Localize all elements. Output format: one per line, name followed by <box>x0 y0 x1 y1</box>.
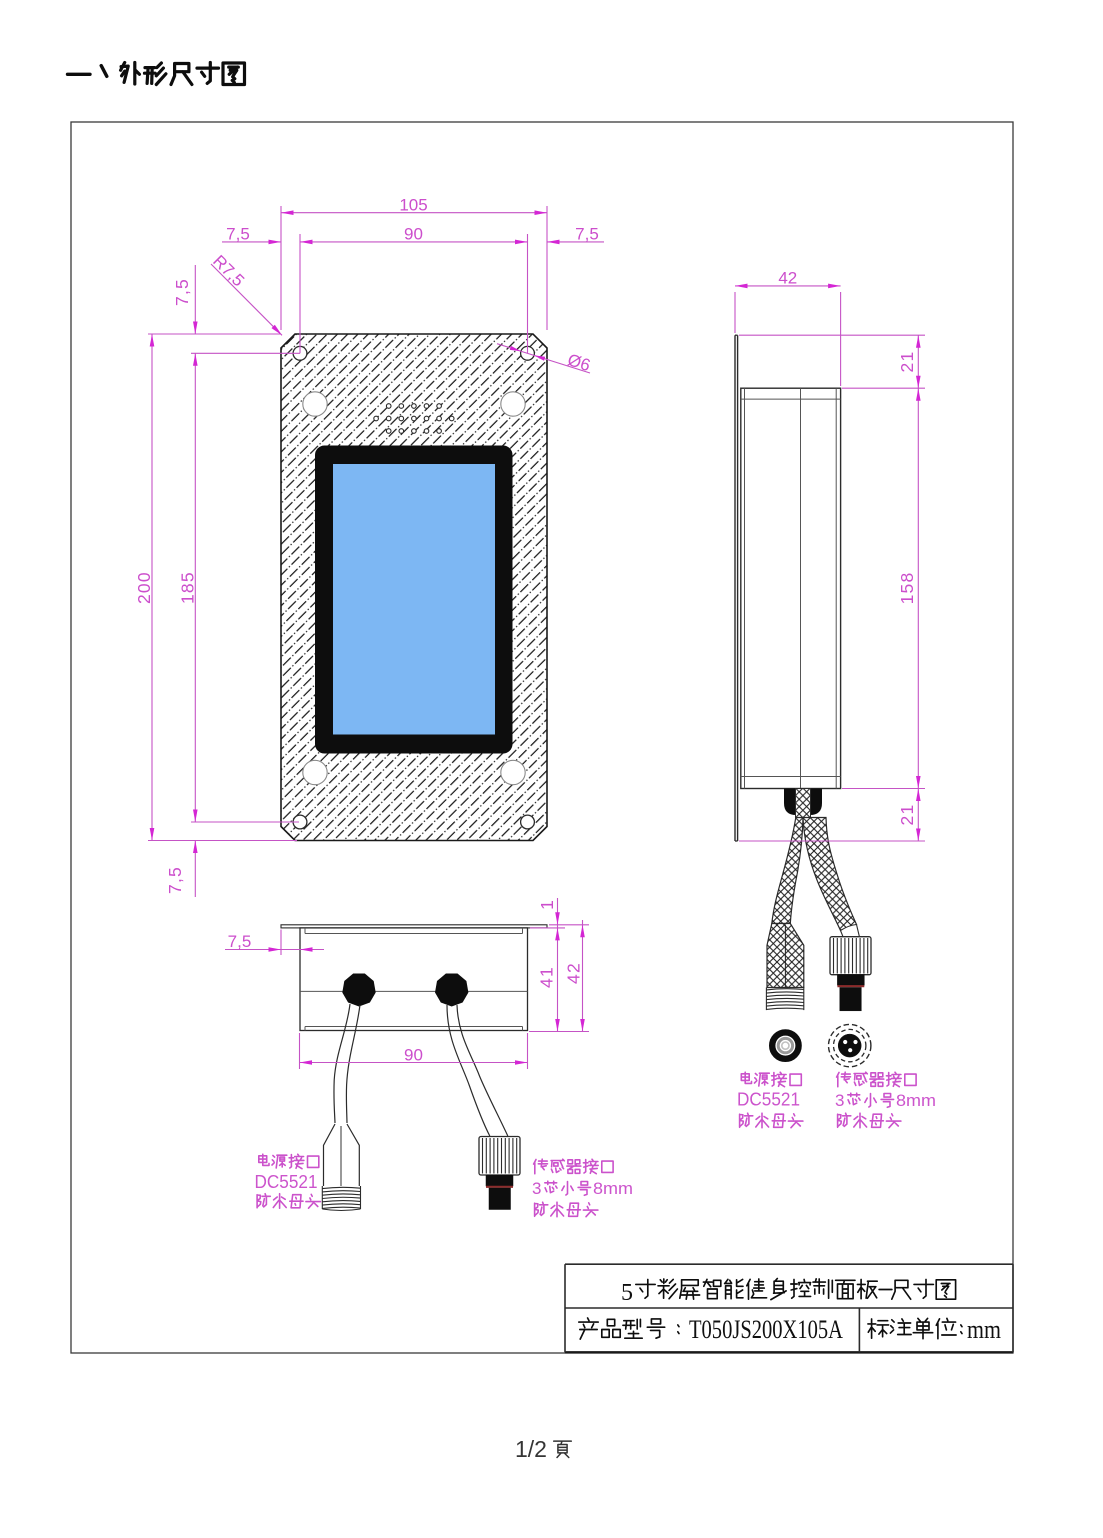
svg-text:mm: mm <box>967 1315 1001 1344</box>
svg-text:90: 90 <box>404 1045 423 1064</box>
svg-text:1/2: 1/2 <box>515 1436 547 1462</box>
svg-text:DC5521: DC5521 <box>255 1171 318 1192</box>
svg-text:21: 21 <box>897 804 917 826</box>
svg-text:5: 5 <box>621 1280 633 1306</box>
svg-text:158: 158 <box>897 572 917 605</box>
svg-text:1: 1 <box>537 900 557 910</box>
svg-text:42: 42 <box>564 962 584 984</box>
svg-text:7,5: 7,5 <box>165 866 185 894</box>
svg-text:21: 21 <box>897 351 917 373</box>
svg-text:3: 3 <box>532 1179 541 1198</box>
svg-text:3: 3 <box>835 1091 844 1110</box>
svg-text:42: 42 <box>778 269 797 288</box>
svg-text:185: 185 <box>178 571 198 604</box>
svg-text:DC5521: DC5521 <box>737 1089 800 1110</box>
svg-text:8mm: 8mm <box>593 1179 633 1198</box>
svg-text:T050JS200X105A: T050JS200X105A <box>689 1315 843 1344</box>
svg-text:7,5: 7,5 <box>226 225 250 244</box>
svg-text:7,5: 7,5 <box>575 225 599 244</box>
svg-text:90: 90 <box>404 225 423 244</box>
svg-text:41: 41 <box>537 966 557 988</box>
svg-text:7,5: 7,5 <box>228 932 252 951</box>
svg-text:200: 200 <box>134 571 154 604</box>
svg-text:105: 105 <box>399 196 427 215</box>
svg-text:7,5: 7,5 <box>172 278 192 306</box>
svg-text:8mm: 8mm <box>896 1091 936 1110</box>
